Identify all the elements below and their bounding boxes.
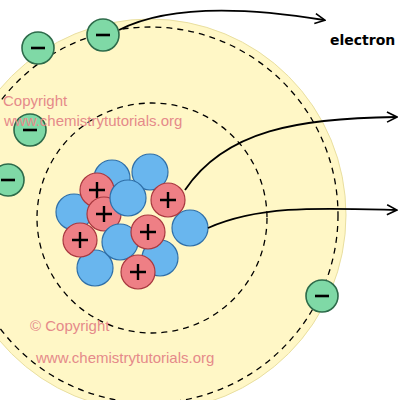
watermark: Copyright [3,93,67,110]
watermark: www.chemistrytutorials.org [36,350,214,367]
watermark: © Copyright [30,318,109,335]
watermark: www.chemistrytutorials.org [4,113,182,130]
nucleus [56,154,208,289]
part-label: electron [330,33,395,48]
inner-shell [37,103,267,333]
outer-shell [0,27,338,400]
electrons [0,19,338,312]
